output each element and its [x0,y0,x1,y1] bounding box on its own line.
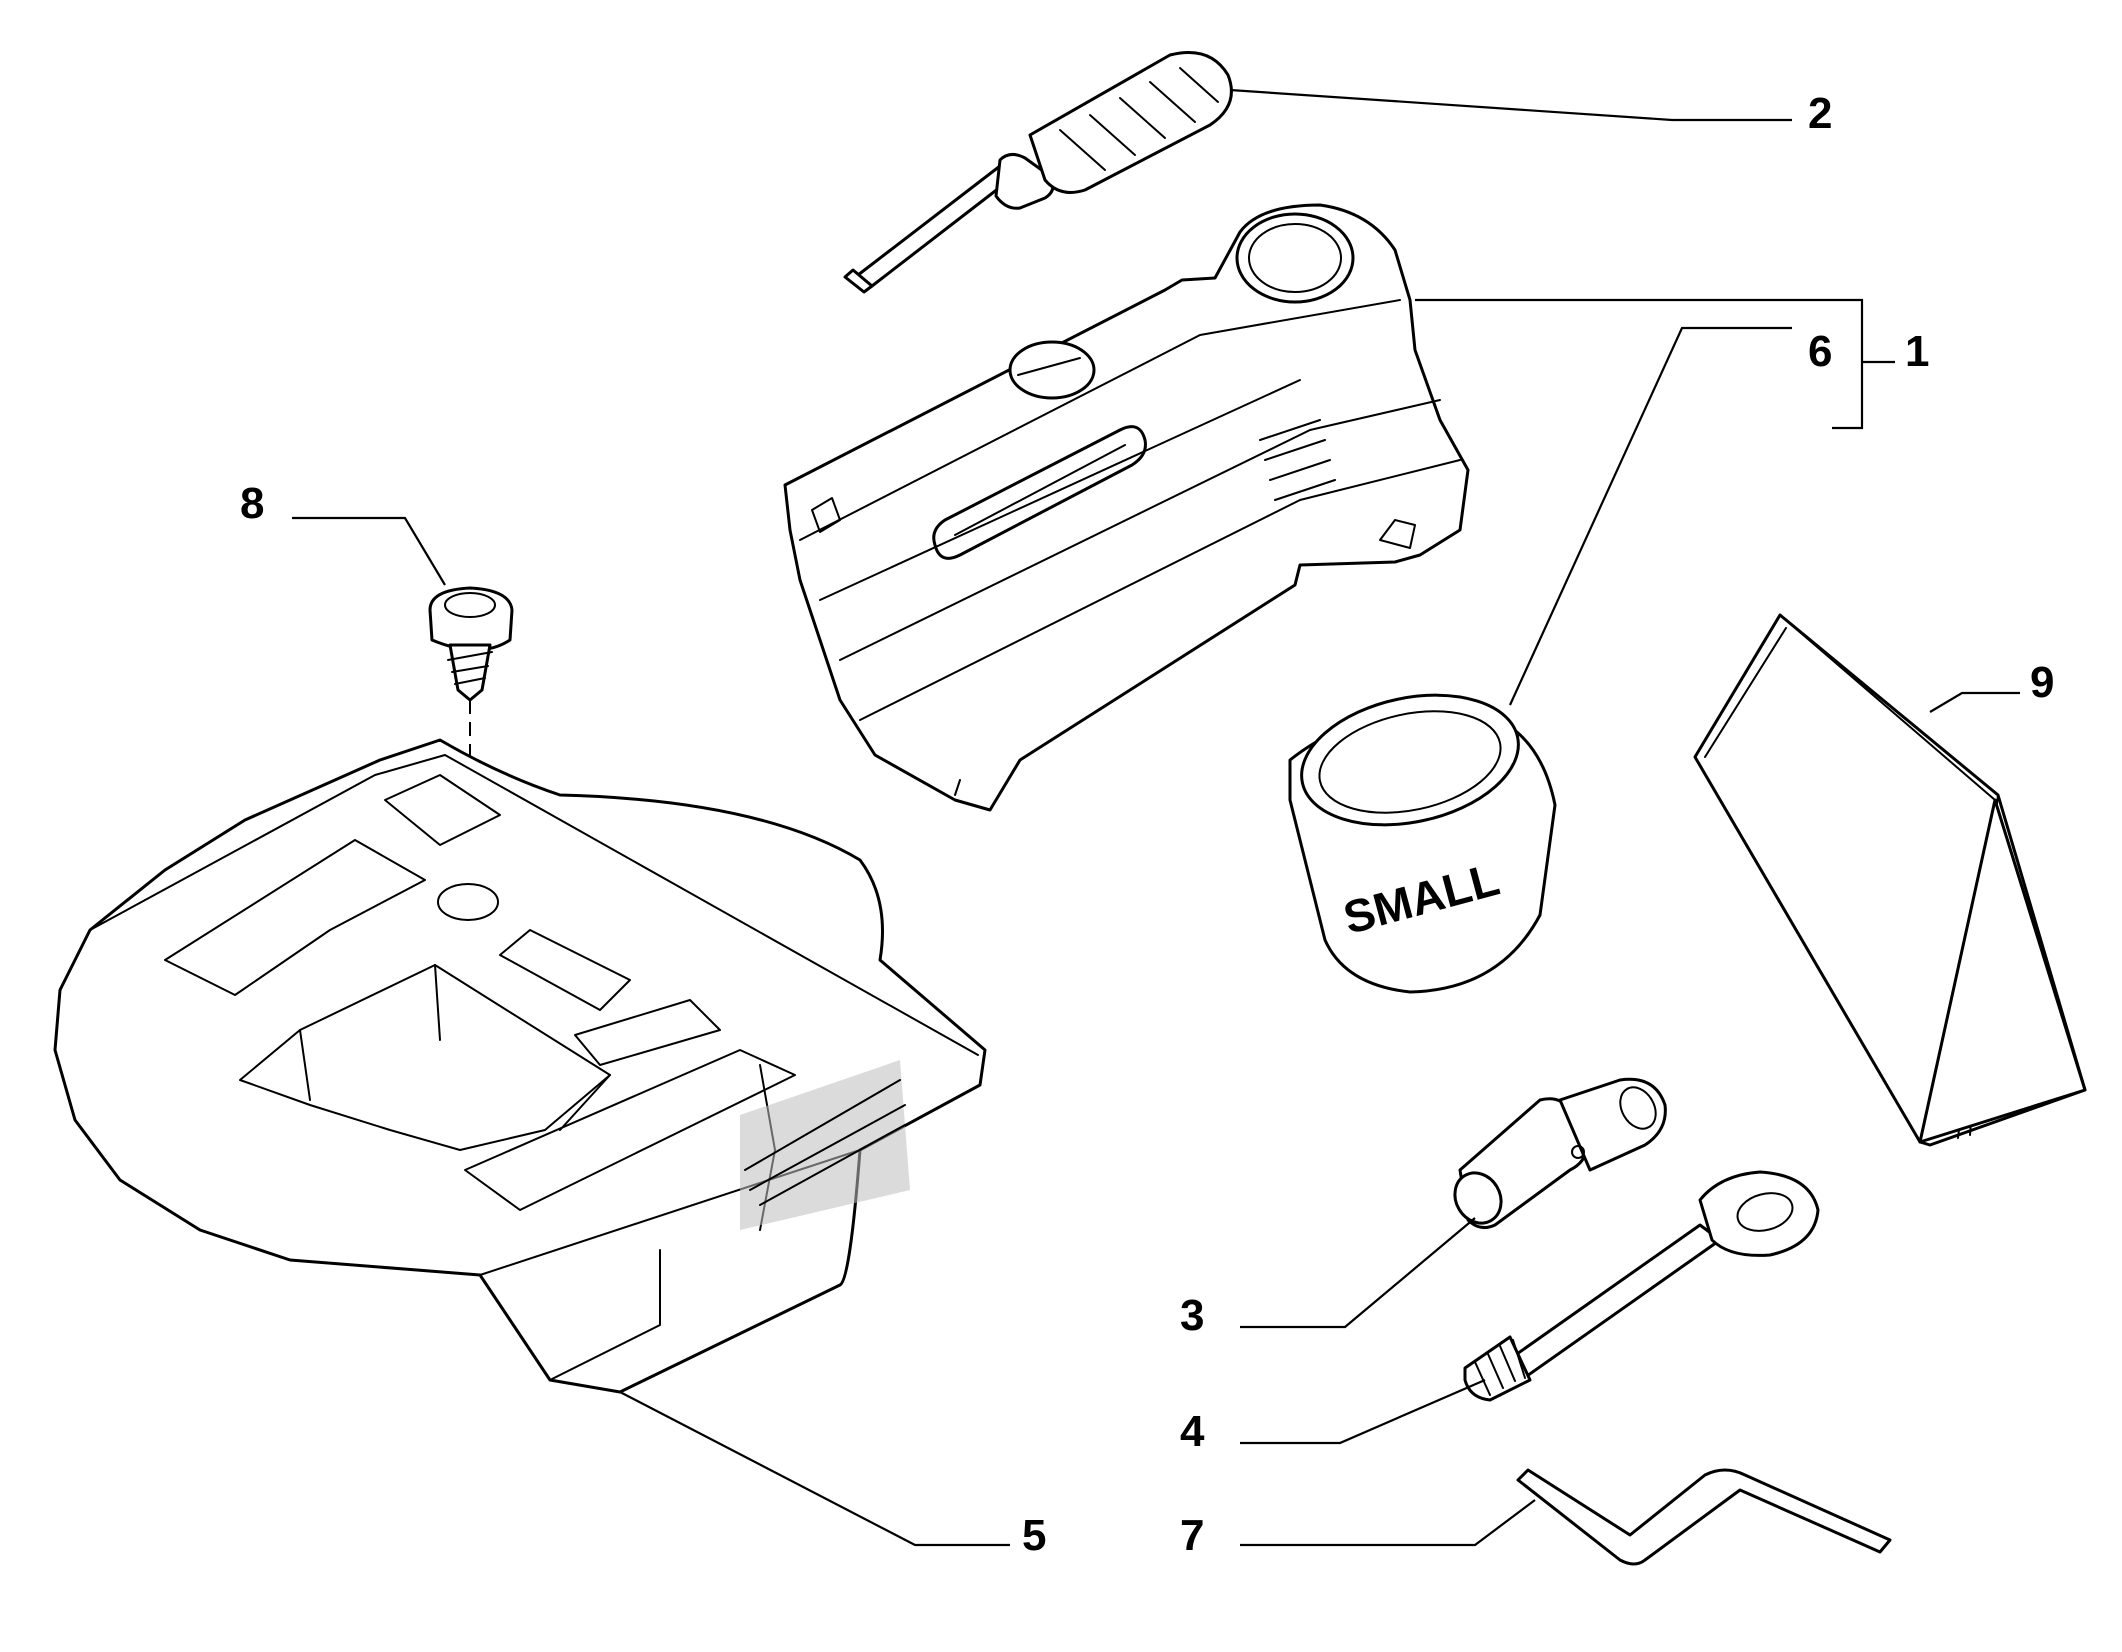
callout-6: 6 [1808,327,1832,376]
callout-7: 7 [1180,1511,1204,1560]
callout-5: 5 [1022,1511,1046,1560]
screw [428,586,514,702]
leader-2 [1229,88,1792,122]
compressor [783,203,1470,812]
callout-2: 2 [1808,89,1832,138]
callout-4: 4 [1180,1407,1205,1456]
hex-key [1516,1468,1892,1566]
storage-tray [53,738,987,1394]
warning-triangle [1693,613,2087,1147]
leader-6 [1508,326,1792,706]
leader-7 [1240,1499,1536,1547]
leader-1-bracket [1415,298,1864,430]
leader-3 [1240,1217,1476,1329]
leader-8 [292,516,446,586]
leader-9 [1929,691,2020,713]
sealant-canister: SMALL [1288,693,1557,994]
callout-1: 1 [1905,327,1929,376]
callout-9: 9 [2030,658,2054,707]
leader-4 [1240,1378,1486,1445]
towing-eye [1463,1170,1820,1402]
socket-adapter [1453,1077,1667,1230]
callout-8: 8 [240,479,264,528]
screwdriver [843,51,1233,294]
leader-5 [619,1391,1010,1547]
callout-3: 3 [1180,1291,1204,1340]
